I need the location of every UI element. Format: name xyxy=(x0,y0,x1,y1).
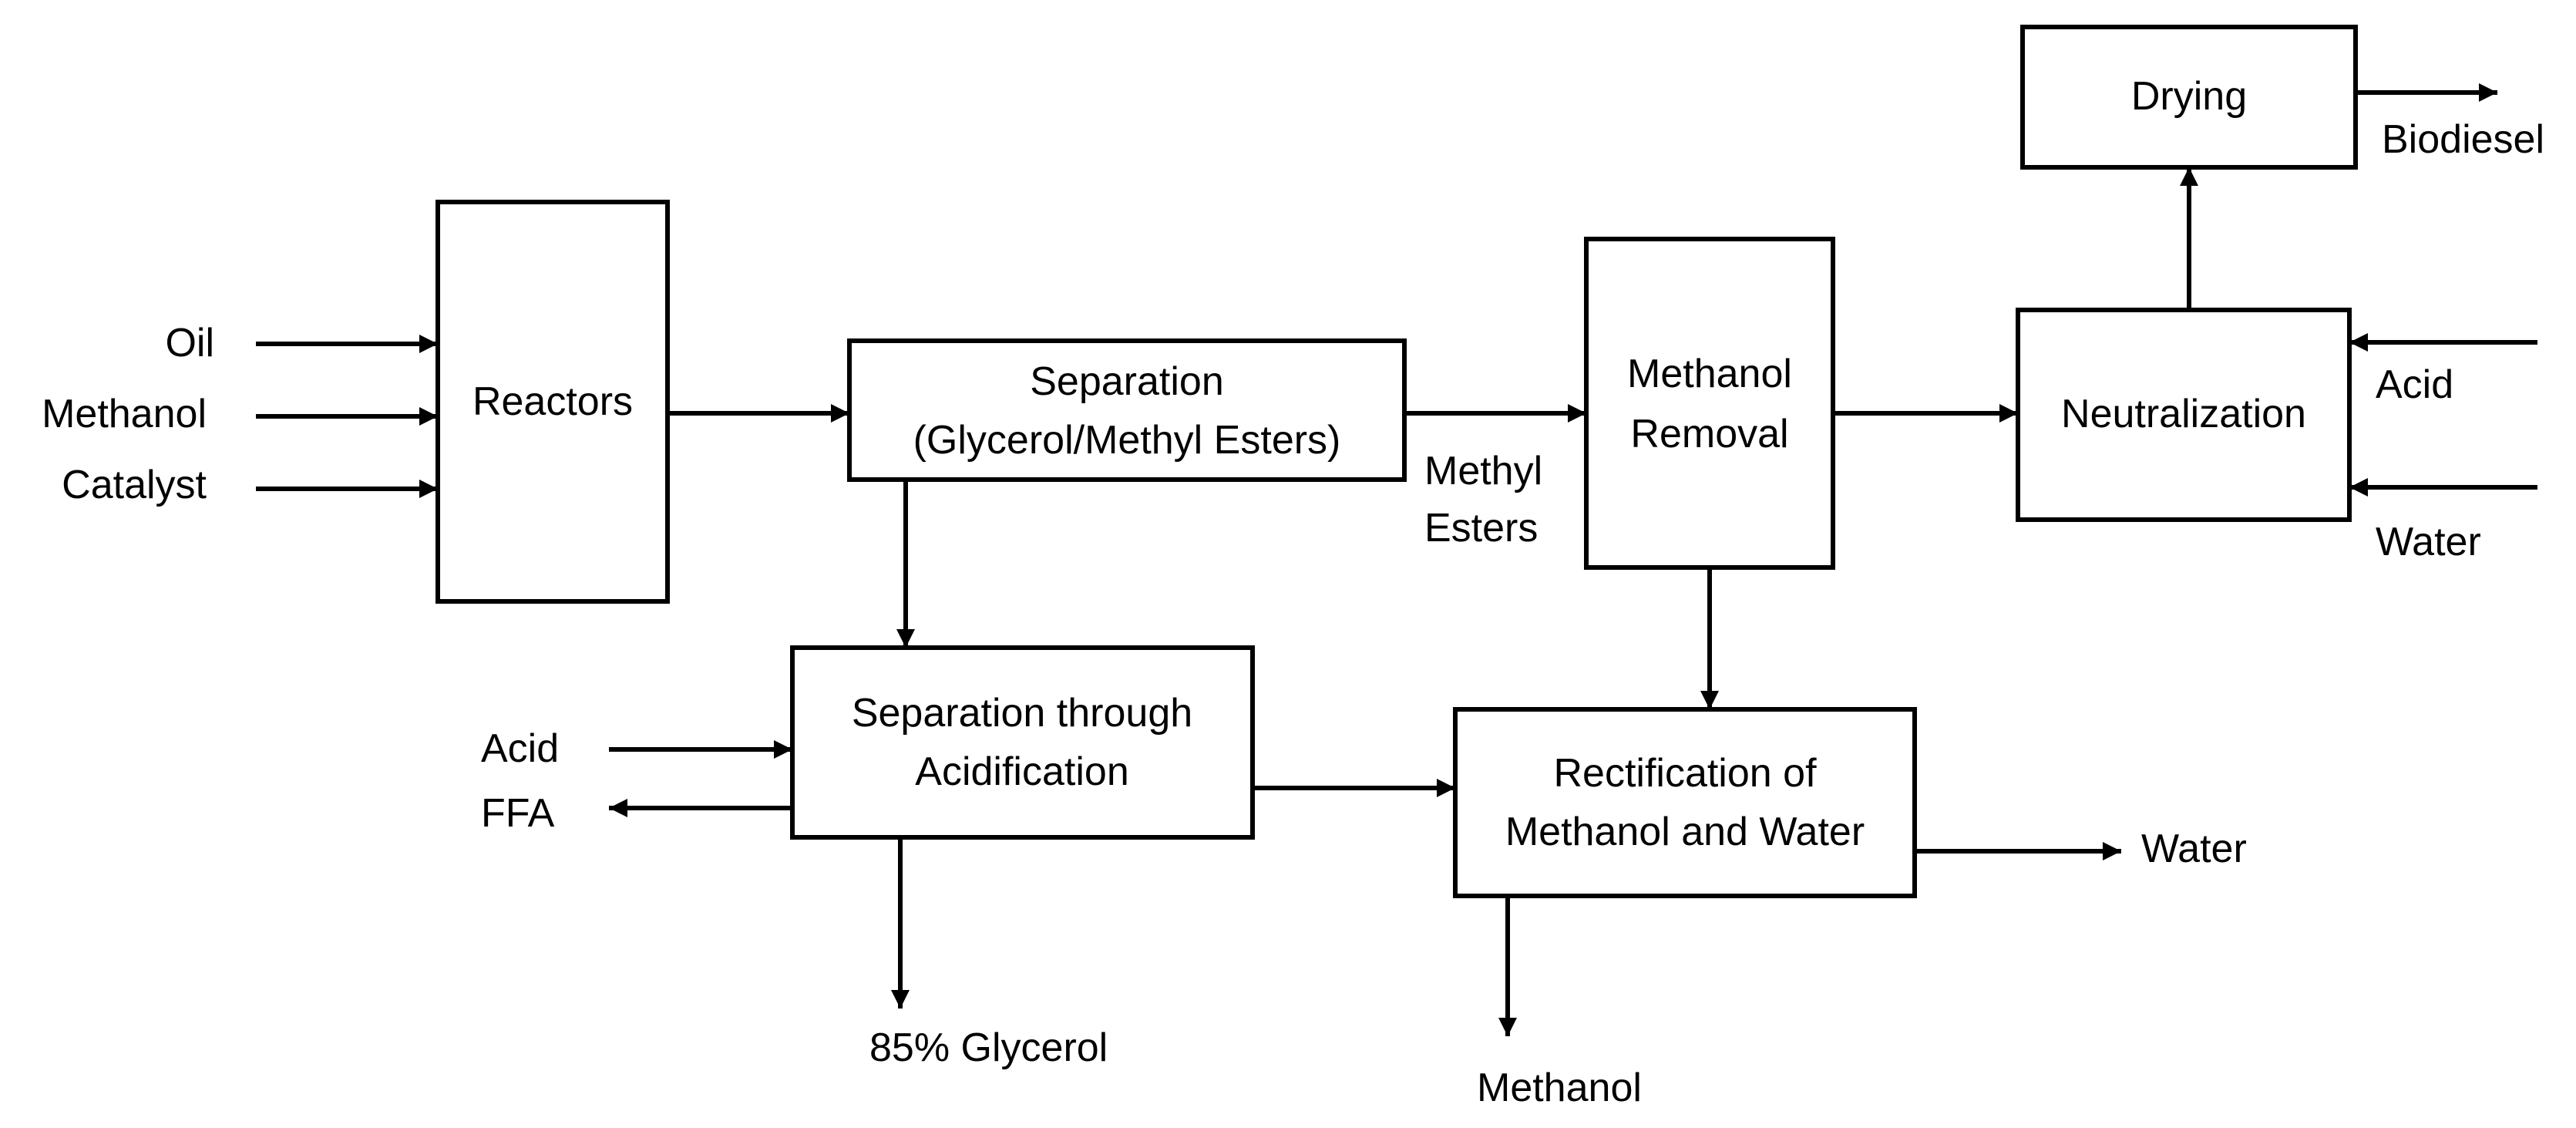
ffa-label: FFA xyxy=(481,791,555,836)
acid-neutralization-label: Acid xyxy=(2376,362,2453,407)
acidification-box: Separation through Acidification xyxy=(790,645,1255,840)
separation-label-line2: (Glycerol/Methyl Esters) xyxy=(913,418,1341,463)
rectification-label-line1: Rectification of xyxy=(1553,751,1817,796)
methanol-feed-label: Methanol xyxy=(42,392,207,436)
acid-acidification-label: Acid xyxy=(481,726,559,771)
methanol-removal-box: Methanol Removal xyxy=(1584,237,1835,570)
acidification-label-line2: Acidification xyxy=(915,749,1128,794)
oil-label: Oil xyxy=(165,321,214,365)
water-out-label: Water xyxy=(2141,827,2247,871)
methyl-esters-label-line2: Esters xyxy=(1424,506,1538,551)
methanol-removal-label-line1: Methanol xyxy=(1627,352,1792,396)
catalyst-label: Catalyst xyxy=(62,463,207,507)
reactors-label: Reactors xyxy=(472,379,633,424)
rectification-label-line2: Methanol and Water xyxy=(1505,810,1865,854)
acidification-label-line1: Separation through xyxy=(852,691,1192,736)
drying-box: Drying xyxy=(2020,25,2358,170)
methanol-out-label: Methanol xyxy=(1477,1066,1642,1110)
methanol-removal-label-line2: Removal xyxy=(1630,412,1788,456)
glycerol-label: 85% Glycerol xyxy=(869,1025,1108,1070)
rectification-box: Rectification of Methanol and Water xyxy=(1453,707,1917,898)
reactors-box: Reactors xyxy=(435,200,670,604)
separation-box: Separation (Glycerol/Methyl Esters) xyxy=(847,338,1407,482)
separation-label-line1: Separation xyxy=(1030,359,1224,404)
biodiesel-label: Biodiesel xyxy=(2382,117,2544,162)
neutralization-label: Neutralization xyxy=(2061,392,2306,436)
drying-label: Drying xyxy=(2131,74,2247,119)
neutralization-box: Neutralization xyxy=(2016,308,2352,522)
methyl-esters-label-line1: Methyl xyxy=(1424,449,1542,493)
water-neutralization-label: Water xyxy=(2376,520,2481,564)
